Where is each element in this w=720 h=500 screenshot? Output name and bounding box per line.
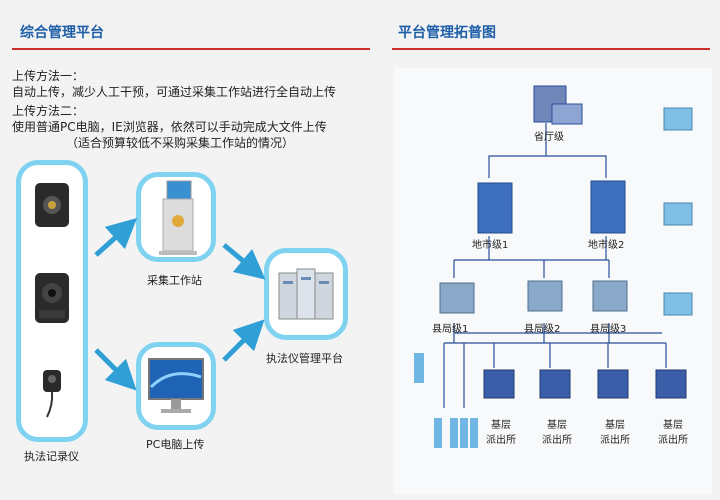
device-capsule [16, 160, 88, 442]
base-station-1-icon [483, 369, 515, 399]
platform-capsule [264, 248, 348, 340]
city1-label: 地市级1 [472, 240, 509, 251]
topology-lines [414, 85, 693, 448]
county3-label: 县局级3 [590, 324, 627, 335]
left-title-divider [12, 48, 370, 50]
base-station-4-icon [655, 369, 687, 399]
arrow-station-to-platform [222, 243, 266, 280]
method2-note: （适合预算较低不采购采集工作站的情况） [66, 136, 295, 150]
pc-capsule [136, 342, 216, 430]
platform-label: 执法仪管理平台 [266, 352, 343, 365]
county1-label: 县局级1 [432, 324, 469, 335]
base-station-3-label: 基层派出所 [600, 420, 630, 446]
left-section-title: 综合管理平台 [20, 25, 104, 41]
base-station-4-label: 基层派出所 [658, 420, 688, 446]
flow-arrows [94, 217, 266, 391]
topology-diagram: 省厅级 地市级1 地市级2 县局级1 县局级2 县局级3 基层派出所 基层派出所… [394, 68, 712, 494]
device-label: 执法记录仪 [24, 450, 79, 463]
workstation-icon-county [663, 292, 693, 316]
right-section-title: 平台管理拓普图 [398, 25, 496, 41]
method1-text: 自动上传，减少人工干预，可通过采集工作站进行全自动上传 [12, 85, 337, 99]
kiosk-icon [159, 180, 197, 255]
base-station-2-label: 基层派出所 [542, 420, 572, 446]
station-label: 采集工作站 [147, 274, 202, 287]
arrow-device-to-station [94, 217, 138, 257]
pc-monitor-icon [148, 358, 204, 413]
city2-label: 地市级2 [588, 240, 625, 251]
method2-title: 上传方法二： [12, 104, 85, 118]
base-station-3-icon [597, 369, 629, 399]
right-title-divider [392, 48, 710, 50]
server-rack-icon [278, 268, 334, 320]
city2-building-icon [590, 180, 626, 234]
county2-building-icon [527, 280, 563, 312]
province-building-icon [533, 85, 583, 125]
county3-building-icon [592, 280, 628, 312]
workstation-icon-province [663, 107, 693, 131]
pc-label: PC电脑上传 [146, 438, 205, 451]
body-camera-icon [35, 183, 69, 418]
city1-building-icon [477, 182, 513, 234]
province-label: 省厅级 [534, 132, 564, 143]
county2-label: 县局级2 [524, 324, 561, 335]
arrow-pc-to-platform [222, 319, 265, 362]
officers-icon [414, 353, 478, 448]
arrow-device-to-pc [94, 348, 137, 391]
method1-title: 上传方法一： [12, 69, 85, 83]
station-capsule [136, 172, 216, 262]
base-station-2-icon [539, 369, 571, 399]
base-station-1-label: 基层派出所 [486, 420, 516, 446]
county1-building-icon [439, 282, 475, 314]
method2-text: 使用普通PC电脑，IE浏览器，依然可以手动完成大文件上传 [12, 120, 327, 134]
workstation-icon-city [663, 202, 693, 226]
